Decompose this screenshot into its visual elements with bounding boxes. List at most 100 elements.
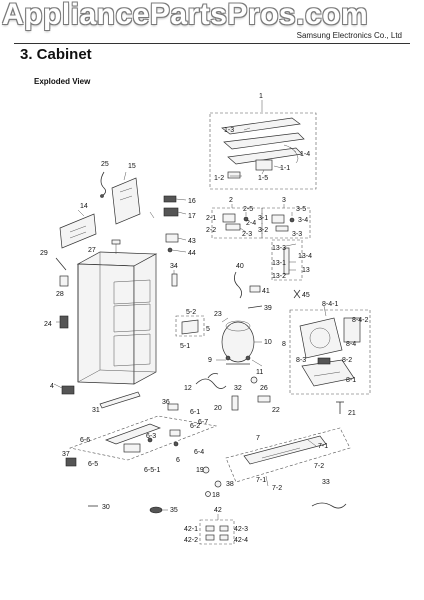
callout-5: 5 bbox=[206, 326, 210, 333]
callout-10: 10 bbox=[264, 339, 272, 346]
callout-27: 27 bbox=[88, 247, 96, 254]
callout-20: 20 bbox=[214, 405, 222, 412]
callout-8-1: 8-1 bbox=[346, 377, 356, 384]
part-43-44 bbox=[165, 233, 187, 253]
part-37 bbox=[65, 457, 77, 467]
callout-6: 6 bbox=[176, 457, 180, 464]
part-45 bbox=[293, 289, 301, 299]
callout-1-2: 1-2 bbox=[214, 175, 224, 182]
assembly-8-condenser bbox=[289, 305, 371, 395]
callout-3-4: 3-4 bbox=[298, 217, 308, 224]
callout-23: 23 bbox=[214, 311, 222, 318]
callout-36: 36 bbox=[162, 399, 170, 406]
company-name: Samsung Electronics Co., Ltd bbox=[296, 31, 402, 40]
part-36 bbox=[167, 403, 179, 411]
callout-3-5: 3-5 bbox=[296, 206, 306, 213]
callout-6-3: 6-3 bbox=[146, 433, 156, 440]
callout-6-6: 6-6 bbox=[80, 437, 90, 444]
part-20-22-26 bbox=[231, 376, 271, 411]
callout-2-1: 2-1 bbox=[206, 215, 216, 222]
callout-13: 13 bbox=[302, 267, 310, 274]
part-5-bracket bbox=[175, 315, 205, 337]
callout-8-2: 8-2 bbox=[342, 357, 352, 364]
callout-6-4: 6-4 bbox=[194, 449, 204, 456]
callout-21: 21 bbox=[348, 410, 356, 417]
section-title: 3. Cabinet bbox=[20, 46, 92, 63]
callout-17: 17 bbox=[188, 213, 196, 220]
callout-42: 42 bbox=[214, 507, 222, 514]
part-34 bbox=[171, 270, 178, 287]
callout-2-5: 2-5 bbox=[243, 206, 253, 213]
callout-6-1: 6-1 bbox=[190, 409, 200, 416]
callout-13-2: 13-2 bbox=[272, 273, 286, 280]
part-35-foot bbox=[149, 506, 168, 514]
callout-33: 33 bbox=[322, 479, 330, 486]
part-compressor bbox=[216, 317, 263, 367]
watermark: AppliancePartsPros.com bbox=[2, 0, 369, 31]
callout-4: 4 bbox=[50, 383, 54, 390]
callout-12: 12 bbox=[184, 385, 192, 392]
callout-13-3: 13-3 bbox=[272, 245, 286, 252]
callout-28: 28 bbox=[56, 291, 64, 298]
callout-2: 2 bbox=[229, 197, 233, 204]
callout-40: 40 bbox=[236, 263, 244, 270]
callout-1-5: 1-5 bbox=[258, 175, 268, 182]
part-33-cable bbox=[311, 502, 347, 509]
callout-42-1: 42-1 bbox=[184, 526, 198, 533]
part-25-wire bbox=[100, 171, 106, 198]
callout-8-3: 8-3 bbox=[296, 357, 306, 364]
callout-3-1: 3-1 bbox=[258, 215, 268, 222]
callout-45: 45 bbox=[302, 292, 310, 299]
callout-8-4-2: 8-4-2 bbox=[352, 317, 368, 324]
callout-11: 11 bbox=[256, 369, 263, 376]
callout-2-4: 2-4 bbox=[246, 220, 256, 227]
callout-29: 29 bbox=[40, 250, 48, 257]
callout-6-7: 6-7 bbox=[198, 419, 208, 426]
callout-6-5: 6-5 bbox=[88, 461, 98, 468]
part-39 bbox=[247, 305, 263, 309]
cabinet-body bbox=[76, 239, 158, 385]
part-21-screw bbox=[336, 401, 344, 414]
assembly-13-sensor bbox=[271, 239, 303, 281]
part-31-rail bbox=[99, 391, 141, 409]
callout-32: 32 bbox=[234, 385, 242, 392]
callout-1-4: 1-4 bbox=[300, 151, 310, 158]
callout-2-3: 2-3 bbox=[242, 231, 252, 238]
callout-41: 41 bbox=[262, 288, 270, 295]
callout-1-3: 1-3 bbox=[224, 127, 234, 134]
callout-44: 44 bbox=[188, 250, 196, 257]
callout-7-2a: 7-2 bbox=[314, 463, 324, 470]
callout-7-2b: 7-2 bbox=[272, 485, 282, 492]
callout-5-2: 5-2 bbox=[186, 309, 196, 316]
callout-14: 14 bbox=[80, 203, 88, 210]
callout-1: 1 bbox=[259, 93, 263, 100]
callout-7: 7 bbox=[256, 435, 260, 442]
callout-3-2: 3-2 bbox=[258, 227, 268, 234]
callout-31: 31 bbox=[92, 407, 100, 414]
part-15-cover bbox=[111, 171, 141, 225]
callout-42-4: 42-4 bbox=[234, 537, 248, 544]
assembly-42 bbox=[199, 514, 235, 545]
callout-43: 43 bbox=[188, 238, 196, 245]
assembly-6-base bbox=[68, 415, 218, 461]
callout-1-1: 1-1 bbox=[280, 165, 290, 172]
callout-18: 18 bbox=[212, 492, 220, 499]
callout-22: 22 bbox=[272, 407, 280, 414]
callout-2-2: 2-2 bbox=[206, 227, 216, 234]
part-12-32-pipe bbox=[195, 373, 227, 389]
callout-35: 35 bbox=[170, 507, 178, 514]
callout-labels: 1 1-3 1-4 1-1 1-2 1-5 2 2-5 2-1 2-4 2-2 … bbox=[40, 93, 368, 544]
callout-38: 38 bbox=[226, 481, 234, 488]
callout-8: 8 bbox=[282, 341, 286, 348]
callout-3: 3 bbox=[282, 197, 286, 204]
callout-3-3: 3-3 bbox=[292, 231, 302, 238]
callout-6-5-1: 6-5-1 bbox=[144, 467, 160, 474]
callout-30: 30 bbox=[102, 504, 110, 511]
callout-13-4: 13-4 bbox=[298, 253, 312, 260]
assembly-7-plate bbox=[225, 427, 351, 487]
part-40-41 bbox=[234, 271, 261, 299]
assembly-3 bbox=[261, 204, 311, 239]
callout-15: 15 bbox=[128, 163, 136, 170]
